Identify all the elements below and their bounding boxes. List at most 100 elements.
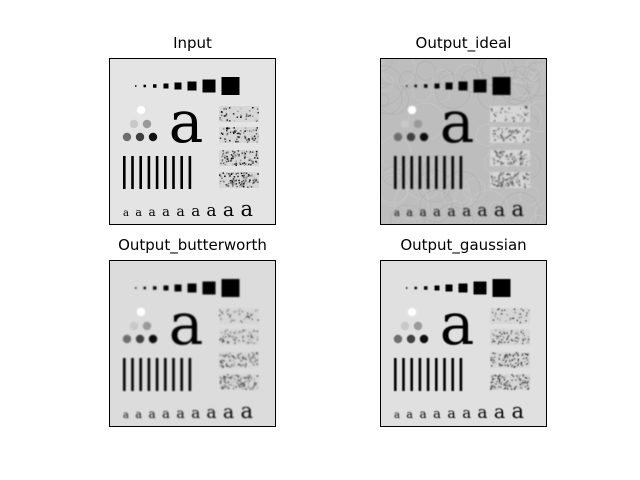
- pattern-square: [473, 281, 487, 295]
- panel-title-output-gaussian: Output_gaussian: [400, 236, 527, 254]
- pattern-dot: [406, 132, 416, 142]
- noise-block: [490, 106, 530, 122]
- pattern-dot: [400, 321, 410, 331]
- noise-block: [219, 352, 259, 368]
- pattern-bar: [155, 156, 159, 189]
- pattern-bar: [459, 358, 463, 391]
- pattern-bar: [123, 156, 126, 189]
- pattern-bar: [426, 358, 430, 391]
- noise-block: [490, 352, 530, 368]
- pattern-bar: [131, 156, 134, 189]
- noise-block: [490, 329, 530, 345]
- pattern-bar: [418, 156, 422, 189]
- pattern-dot: [129, 321, 139, 331]
- pattern-square: [221, 279, 240, 297]
- pattern-bar: [172, 358, 175, 391]
- pattern-square: [414, 286, 417, 290]
- row-letter: a: [148, 205, 155, 219]
- pattern-bar: [172, 156, 175, 189]
- row-letter: a: [406, 206, 413, 219]
- row-letter: a: [512, 197, 525, 221]
- pattern-square: [187, 283, 197, 293]
- pattern-bar: [147, 156, 151, 189]
- big-letter: a: [440, 290, 475, 358]
- pattern-dot: [142, 321, 152, 331]
- pattern-bar: [418, 358, 422, 391]
- row-letter: a: [447, 406, 455, 422]
- pattern-bar: [410, 358, 413, 391]
- row-letter: a: [512, 399, 525, 423]
- big-letter: a: [440, 88, 475, 156]
- pattern-dot: [136, 307, 146, 317]
- row-letter: a: [433, 407, 441, 422]
- pattern-square: [163, 83, 169, 89]
- pattern-square: [473, 79, 487, 93]
- big-letter: a: [169, 88, 204, 156]
- pattern-square: [221, 77, 240, 95]
- pattern-square: [414, 84, 417, 88]
- row-letter: a: [394, 410, 400, 421]
- pattern-square: [458, 283, 468, 293]
- pattern-dot: [419, 334, 429, 344]
- pattern-dot: [413, 321, 423, 331]
- row-letter: a: [462, 404, 471, 422]
- pattern-square: [187, 81, 197, 91]
- noise-block: [219, 106, 259, 122]
- pattern-square: [153, 286, 157, 290]
- pattern-bar: [410, 156, 413, 189]
- pattern-square: [445, 82, 453, 90]
- row-letter: a: [206, 403, 216, 423]
- pattern-square: [434, 83, 440, 89]
- pattern-bar: [139, 156, 142, 189]
- pattern-bar: [180, 156, 183, 189]
- pattern-bar: [394, 358, 397, 391]
- row-letter: a: [223, 401, 234, 423]
- pattern-dot: [122, 334, 132, 344]
- pattern-square: [445, 284, 453, 292]
- panel-title-output-ideal: Output_ideal: [415, 34, 512, 52]
- noise-block: [219, 127, 259, 143]
- row-letter: a: [206, 201, 216, 221]
- row-letter: a: [462, 202, 471, 220]
- noise-block: [219, 329, 259, 345]
- pattern-bar: [188, 358, 192, 391]
- pattern-bar: [123, 358, 126, 391]
- pattern-square: [492, 279, 511, 297]
- row-letter: a: [406, 408, 413, 421]
- image-frame: [380, 260, 547, 427]
- pattern-square: [174, 284, 182, 292]
- pattern-bar: [402, 156, 405, 189]
- pattern-square: [424, 84, 428, 88]
- pattern-dot: [135, 334, 145, 344]
- row-letter: a: [135, 408, 142, 421]
- row-letter: a: [394, 208, 400, 219]
- pattern-bar: [131, 358, 134, 391]
- image-frame: [109, 58, 276, 225]
- image-frame: [109, 260, 276, 427]
- pattern-bar: [443, 156, 446, 189]
- row-letter: a: [241, 197, 254, 221]
- pattern-bar: [188, 156, 192, 189]
- pattern-dot: [393, 132, 403, 142]
- pattern-bar: [164, 358, 167, 391]
- pattern-bar: [164, 156, 167, 189]
- noise-block: [490, 308, 530, 324]
- pattern-dot: [148, 132, 158, 142]
- noise-block: [219, 150, 259, 166]
- pattern-bar: [180, 358, 183, 391]
- pattern-bar: [147, 358, 151, 391]
- big-letter: a: [169, 290, 204, 358]
- pattern-square: [143, 84, 146, 88]
- pattern-square: [492, 77, 511, 95]
- noise-block: [490, 374, 530, 390]
- row-letter: a: [241, 399, 254, 423]
- row-letter: a: [494, 199, 505, 221]
- noise-block: [490, 127, 530, 143]
